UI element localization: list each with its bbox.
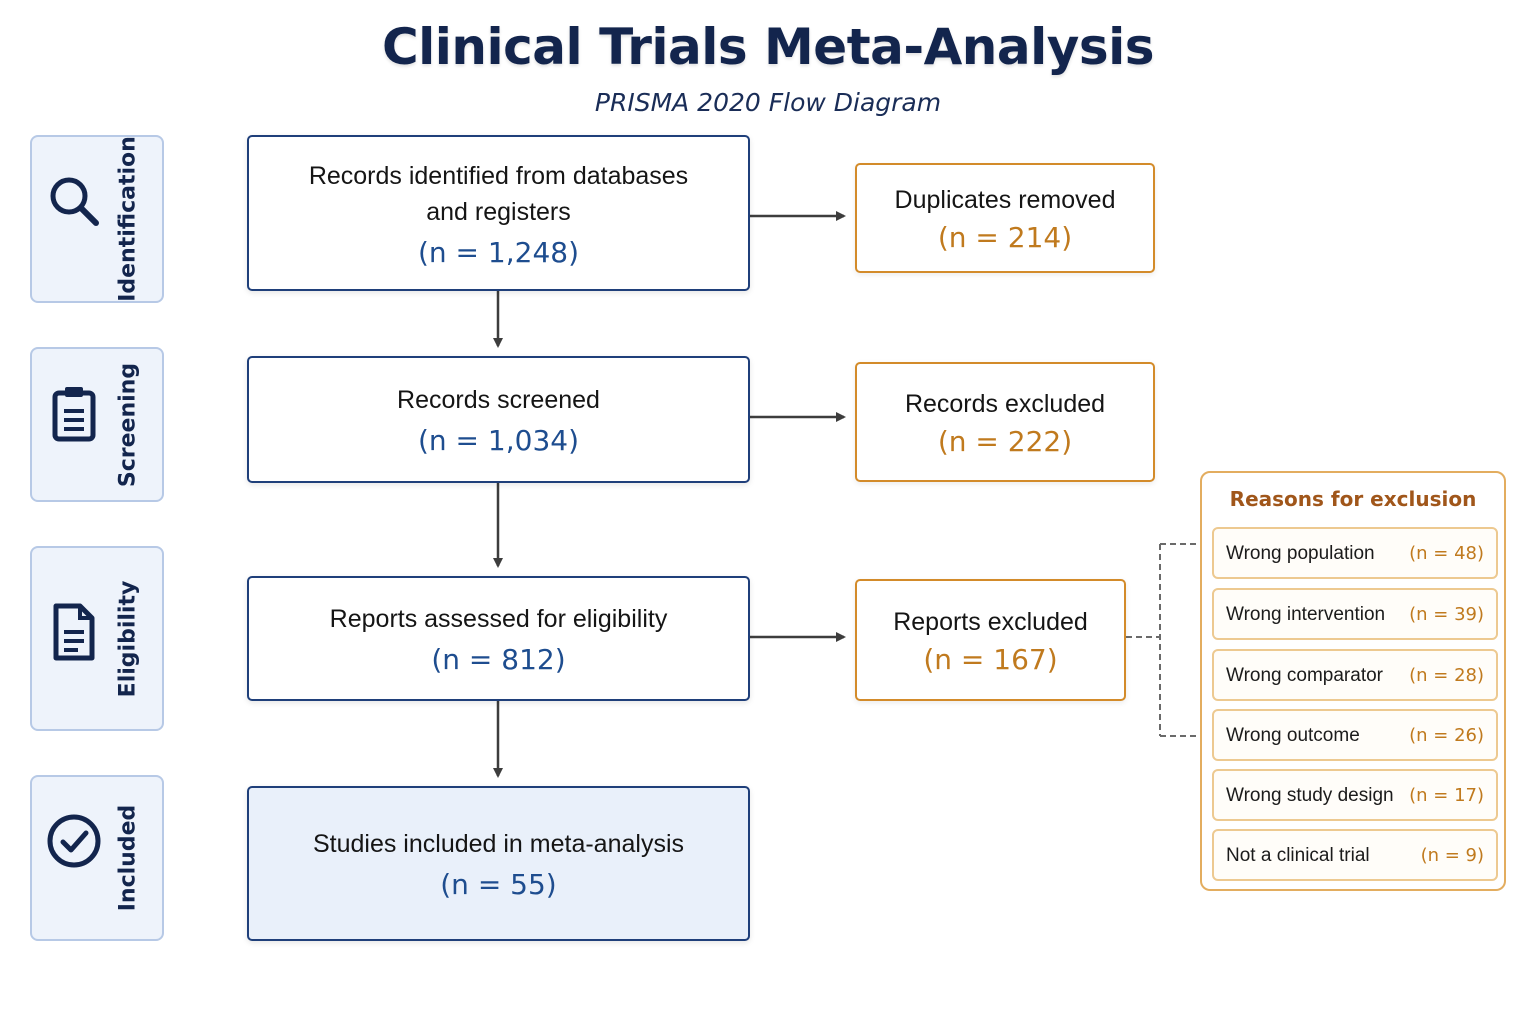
clipboard-icon	[52, 387, 96, 442]
exclusion-box-count: (n = 167)	[923, 642, 1058, 676]
reason-item: Wrong outcome (n = 26)	[1212, 709, 1498, 761]
exclusion-box-duplicates: Duplicates removed (n = 214)	[855, 163, 1155, 273]
exclusion-box-reports: Reports excluded (n = 167)	[855, 579, 1126, 701]
flow-box-count: (n = 1,248)	[417, 235, 579, 269]
check-circle-icon	[47, 814, 101, 868]
reason-count: (n = 39)	[1409, 604, 1484, 625]
flow-box-label: Records identified from databases and re…	[308, 161, 689, 226]
reason-item: Wrong intervention (n = 39)	[1212, 588, 1498, 640]
phase-eligibility: Eligibility	[30, 546, 164, 731]
page-title: Clinical Trials Meta-Analysis	[381, 18, 1155, 76]
reason-count: (n = 17)	[1409, 785, 1484, 806]
flow-box-count: (n = 1,034)	[417, 424, 579, 457]
phase-label: Eligibility	[115, 580, 141, 697]
page-subtitle: PRISMA 2020 Flow Diagram	[594, 88, 942, 117]
flow-box-screened: Records screened (n = 1,034)	[247, 356, 750, 483]
reasons-bracket	[1126, 543, 1200, 737]
exclusion-box-label: Reports excluded	[893, 607, 1088, 636]
exclusion-box-count: (n = 214)	[937, 220, 1073, 254]
reason-count: (n = 9)	[1420, 845, 1484, 866]
reason-label: Wrong outcome	[1226, 725, 1360, 746]
reason-label: Not a clinical trial	[1226, 845, 1370, 866]
reasons-panel: Reasons for exclusion Wrong population (…	[1200, 471, 1506, 891]
phase-label: Included	[115, 804, 141, 912]
phase-screening: Screening	[30, 347, 164, 502]
reason-label: Wrong intervention	[1226, 604, 1386, 625]
reason-label: Wrong population	[1226, 543, 1375, 564]
flow-box-count: (n = 55)	[440, 868, 557, 901]
reason-count: (n = 26)	[1409, 725, 1484, 746]
reason-item: Wrong study design (n = 17)	[1212, 769, 1498, 821]
reason-label: Wrong study design	[1226, 785, 1394, 806]
reason-label: Wrong comparator	[1226, 665, 1383, 686]
reason-count: (n = 28)	[1409, 665, 1484, 686]
reason-count: (n = 48)	[1409, 543, 1484, 564]
phase-label: Screening	[115, 362, 141, 487]
reason-item: Wrong comparator (n = 28)	[1212, 649, 1498, 701]
flow-box-included: Studies included in meta-analysis (n = 5…	[247, 786, 750, 941]
reason-item: Not a clinical trial (n = 9)	[1212, 829, 1498, 881]
flow-box-identified: Records identified from databases and re…	[247, 135, 750, 291]
phase-included: Included	[30, 775, 164, 941]
flow-box-assessed: Reports assessed for eligibility (n = 81…	[247, 576, 750, 701]
document-icon	[53, 603, 95, 661]
phase-label: Identification	[115, 136, 141, 302]
flow-box-count: (n = 812)	[431, 643, 566, 676]
flow-box-label: Studies included in meta-analysis	[312, 830, 685, 858]
flow-box-label: Records screened	[397, 386, 600, 414]
phase-identification: Identification	[30, 135, 164, 303]
reason-item: Wrong population (n = 48)	[1212, 527, 1498, 579]
search-icon	[50, 177, 99, 226]
flow-box-label: Reports assessed for eligibility	[329, 605, 668, 633]
exclusion-box-label: Records excluded	[904, 389, 1106, 418]
exclusion-box-records: Records excluded (n = 222)	[855, 362, 1155, 482]
exclusion-box-label: Duplicates removed	[894, 185, 1116, 214]
exclusion-box-count: (n = 222)	[937, 424, 1073, 458]
reasons-title: Reasons for exclusion	[1229, 487, 1477, 511]
